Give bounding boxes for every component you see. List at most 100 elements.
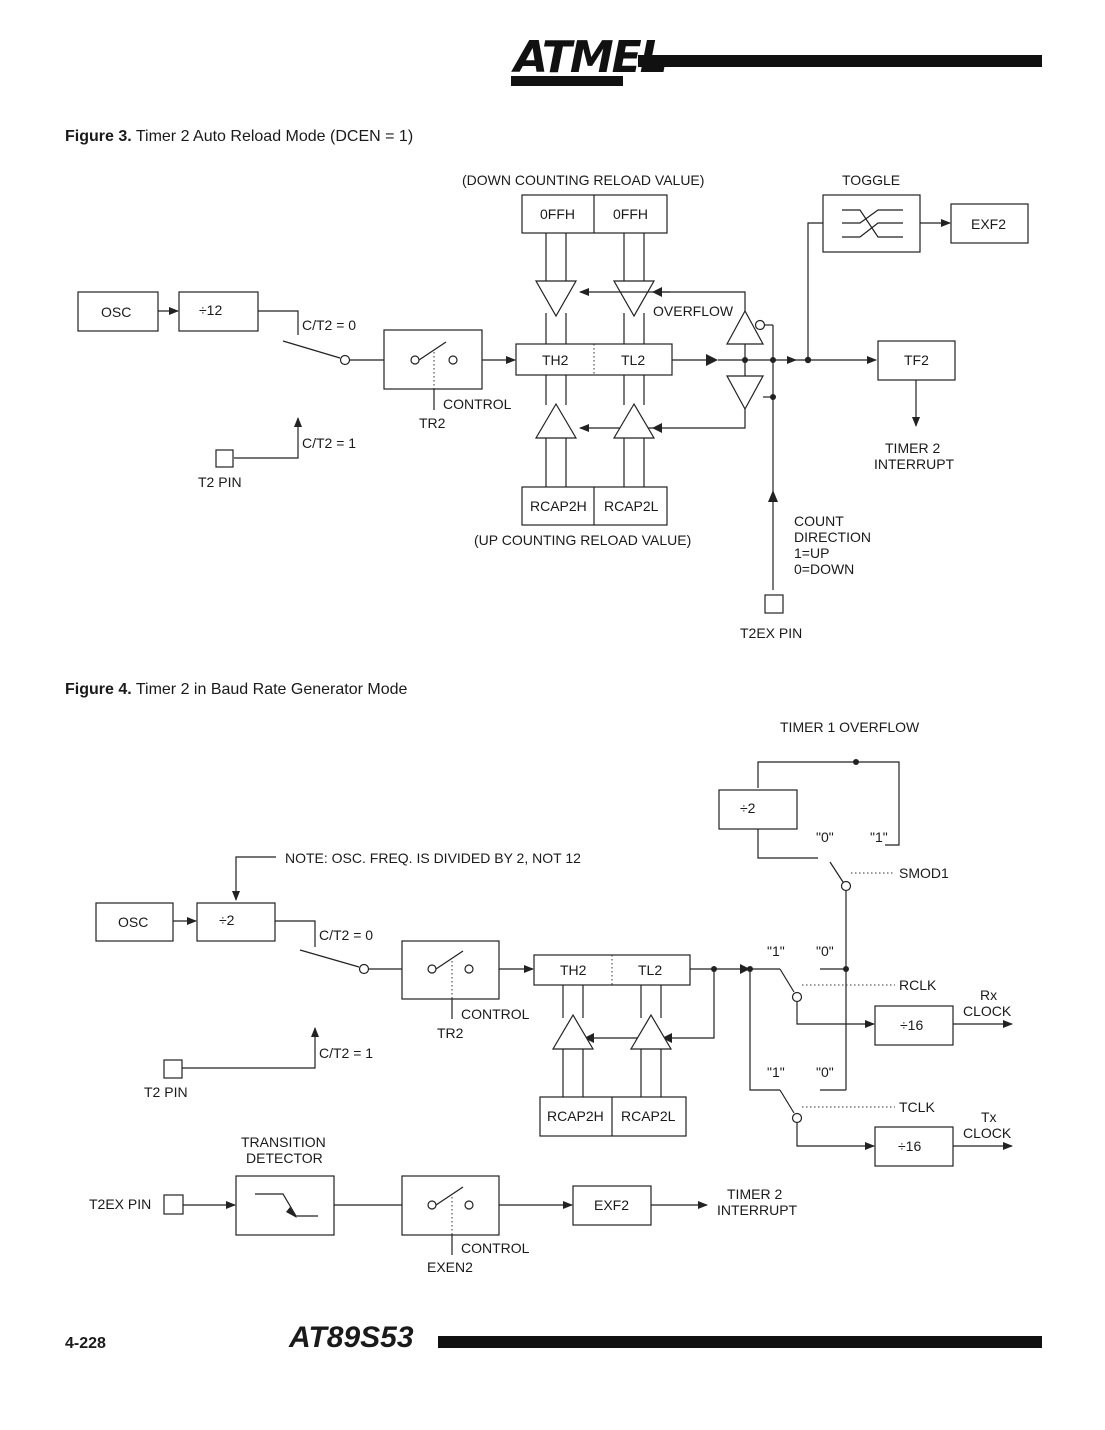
exf2-label-fig4: EXF2 xyxy=(594,1197,629,1213)
div2-smod-label: ÷2 xyxy=(740,800,756,816)
tr2-label-fig4: TR2 xyxy=(437,1025,464,1041)
tf2-label: TF2 xyxy=(904,352,929,368)
rcap2-register-fig4 xyxy=(539,1096,687,1137)
figure3-diagram: (DOWN COUNTING RELOAD VALUE) TOGGLE 0FFH… xyxy=(77,172,1029,641)
tclk-label: TCLK xyxy=(899,1099,935,1115)
divide-by-12-box xyxy=(178,291,259,332)
tf2-flag-box xyxy=(877,340,956,381)
t2ex-pin-box xyxy=(764,594,784,614)
ct1-label-fig4: C/T2 = 1 xyxy=(319,1045,373,1061)
count-direction-line3: 1=UP xyxy=(794,545,829,561)
t2-pin-box-fig4 xyxy=(163,1059,183,1079)
ct1-label: C/T2 = 1 xyxy=(302,435,356,451)
rclk-1-label: "1" xyxy=(767,943,785,959)
osc-label-fig4: OSC xyxy=(118,914,148,930)
up-reload-label: (UP COUNTING RELOAD VALUE) xyxy=(474,532,691,548)
figure4-caption: Figure 4. Timer 2 in Baud Rate Generator… xyxy=(65,681,407,698)
toggle-box xyxy=(822,194,921,253)
t2ex-pin-label: T2EX PIN xyxy=(740,625,802,641)
divide-by-12-label: ÷12 xyxy=(199,302,222,318)
div2-label: ÷2 xyxy=(219,912,235,928)
device-title: AT89S53 xyxy=(288,1321,414,1354)
exen2-label: EXEN2 xyxy=(427,1259,473,1275)
tl2-label-fig4: TL2 xyxy=(638,962,662,978)
th2-label: TH2 xyxy=(542,352,569,368)
rx-clock-line1: Rx xyxy=(980,987,997,1003)
count-direction-line4: 0=DOWN xyxy=(794,561,854,577)
timer2-interrupt-line1: TIMER 2 xyxy=(885,440,940,456)
tr2-control-switch xyxy=(383,329,483,390)
tx-clock-line1: Tx xyxy=(981,1109,997,1125)
figure4-diagram: TIMER 1 OVERFLOW ÷2 "0" "1" SMOD1 NOTE: … xyxy=(89,719,1013,1275)
t2-pin-label: T2 PIN xyxy=(198,474,242,490)
tclk-1-label: "1" xyxy=(767,1064,785,1080)
header-rule xyxy=(638,55,1042,67)
reload-buffer-low-fig4 xyxy=(629,1013,673,1050)
switch-contact xyxy=(339,354,351,366)
figure3-caption: Figure 3. Timer 2 Auto Reload Mode (DCEN… xyxy=(65,128,413,145)
tclk-0-label: "0" xyxy=(816,1064,834,1080)
divide-by-2-box xyxy=(196,902,276,942)
smod-1-label: "1" xyxy=(870,829,888,845)
th2-label-fig4: TH2 xyxy=(560,962,587,978)
osc-box xyxy=(77,291,159,332)
rcap2l-label: RCAP2L xyxy=(604,498,659,514)
osc-note: NOTE: OSC. FREQ. IS DIVIDED BY 2, NOT 12 xyxy=(285,850,581,866)
smod-0-label: "0" xyxy=(816,829,834,845)
ct0-label-fig4: C/T2 = 0 xyxy=(319,927,373,943)
timer2-interrupt-fig4-line2: INTERRUPT xyxy=(717,1202,798,1218)
reload-buffer-high xyxy=(534,280,578,318)
tx-clock-line2: CLOCK xyxy=(963,1125,1012,1141)
exf2-label: EXF2 xyxy=(971,216,1006,232)
div16-rx-label: ÷16 xyxy=(900,1017,923,1033)
t2-pin-box xyxy=(215,449,234,468)
exf2-flag-box xyxy=(950,203,1029,244)
reload-high-value: 0FFH xyxy=(540,206,575,222)
timer2-interrupt-fig4-line1: TIMER 2 xyxy=(727,1186,782,1202)
osc-box-fig4 xyxy=(95,902,174,942)
control-label: CONTROL xyxy=(443,396,512,412)
timer1-overflow-label: TIMER 1 OVERFLOW xyxy=(780,719,920,735)
control-label-fig4: CONTROL xyxy=(461,1006,530,1022)
tl2-label: TL2 xyxy=(621,352,645,368)
t2ex-pin-box-fig4 xyxy=(163,1194,184,1215)
atmel-logo: ATMEL xyxy=(511,32,668,86)
divide-by-2-smod-box xyxy=(718,789,798,830)
osc-label: OSC xyxy=(101,304,131,320)
rcap2h-label: RCAP2H xyxy=(530,498,587,514)
timer2-interrupt-line2: INTERRUPT xyxy=(874,456,955,472)
divide-by-16-rx-box xyxy=(874,1005,954,1046)
footer-rule xyxy=(438,1336,1042,1348)
count-direction-line2: DIRECTION xyxy=(794,529,871,545)
up-reload-buffer-high xyxy=(534,402,578,439)
transition-detector-line2: DETECTOR xyxy=(246,1150,323,1166)
down-reload-label: (DOWN COUNTING RELOAD VALUE) xyxy=(462,172,704,188)
transition-detector-line1: TRANSITION xyxy=(241,1134,326,1150)
reload-buffer-low xyxy=(612,280,656,318)
exf2-flag-box-fig4 xyxy=(572,1185,652,1226)
overflow-label: OVERFLOW xyxy=(653,303,734,319)
page-number: 4-228 xyxy=(65,1335,106,1352)
count-direction-line1: COUNT xyxy=(794,513,844,529)
exen2-control-switch xyxy=(401,1175,500,1236)
t2ex-pin-label-fig4: T2EX PIN xyxy=(89,1196,151,1212)
rclk-label: RCLK xyxy=(899,977,937,993)
reload-low-value: 0FFH xyxy=(613,206,648,222)
transition-detector-box xyxy=(235,1175,335,1236)
tr2-label: TR2 xyxy=(419,415,446,431)
toggle-label: TOGGLE xyxy=(842,172,900,188)
rcap2l-label-fig4: RCAP2L xyxy=(621,1108,676,1124)
smod1-label: SMOD1 xyxy=(899,865,949,881)
control2-label: CONTROL xyxy=(461,1240,530,1256)
rclk-0-label: "0" xyxy=(816,943,834,959)
div16-tx-label: ÷16 xyxy=(898,1138,921,1154)
tr2-control-switch-fig4 xyxy=(401,940,500,1000)
down-overflow-buffer xyxy=(725,375,765,411)
up-reload-buffer-low xyxy=(612,402,656,439)
reload-buffer-high-fig4 xyxy=(551,1013,595,1050)
ct0-label: C/T2 = 0 xyxy=(302,317,356,333)
rcap2h-label-fig4: RCAP2H xyxy=(547,1108,604,1124)
rx-clock-line2: CLOCK xyxy=(963,1003,1012,1019)
t2-pin-label-fig4: T2 PIN xyxy=(144,1084,188,1100)
